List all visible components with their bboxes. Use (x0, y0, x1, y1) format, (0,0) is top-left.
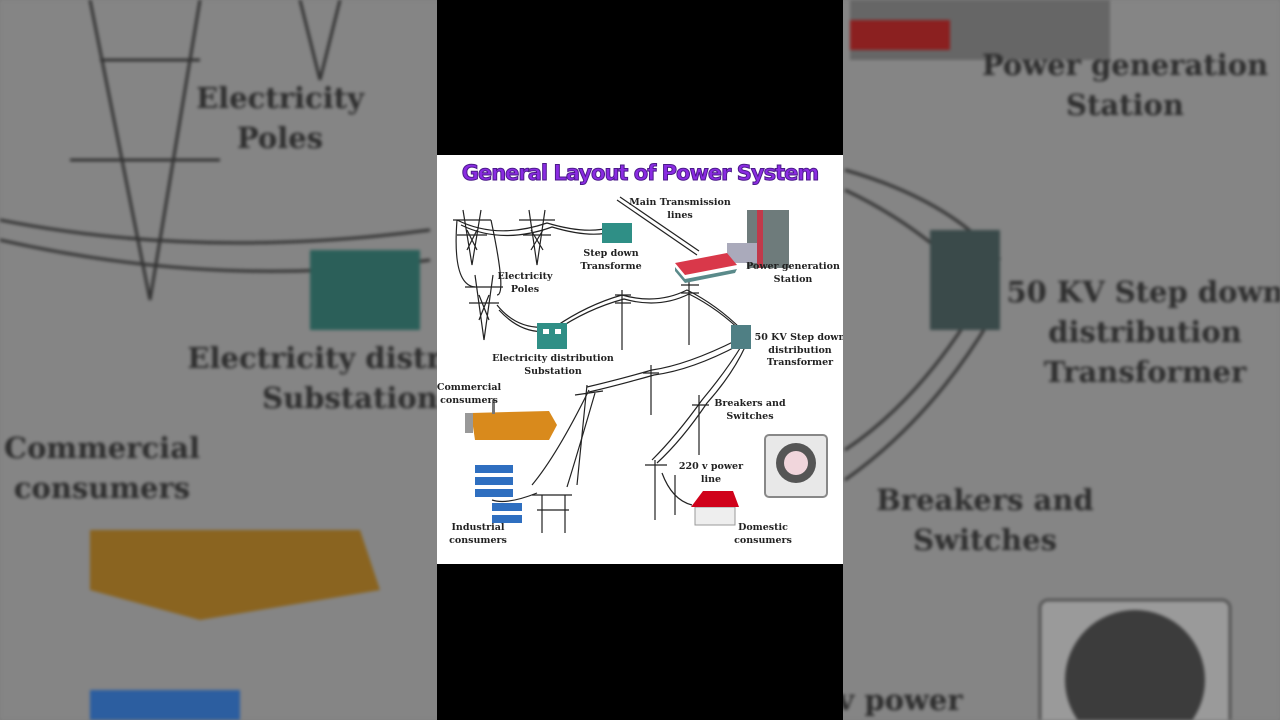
diagram-art (453, 196, 828, 533)
transmission-tower-icon (519, 209, 555, 266)
transmission-tower-icon (453, 209, 491, 266)
bg-transformer (310, 250, 420, 330)
kv-transformer-icon (731, 325, 751, 349)
power-system-diagram: General Layout of Power System (437, 155, 843, 564)
transmission-tower-icon (465, 274, 503, 341)
bg-commercial-building (90, 530, 380, 620)
power-station-icon (675, 210, 789, 283)
substation-transformer-icon (537, 323, 567, 349)
bg-label-power-line: v power (837, 683, 963, 717)
step-down-transformer-icon (602, 223, 632, 243)
diagram-title: General Layout of Power System (461, 161, 820, 186)
industrial-building-icon (475, 465, 522, 523)
logo-gear-icon (764, 434, 828, 498)
commercial-building-icon (465, 400, 557, 440)
house-icon (691, 491, 739, 526)
